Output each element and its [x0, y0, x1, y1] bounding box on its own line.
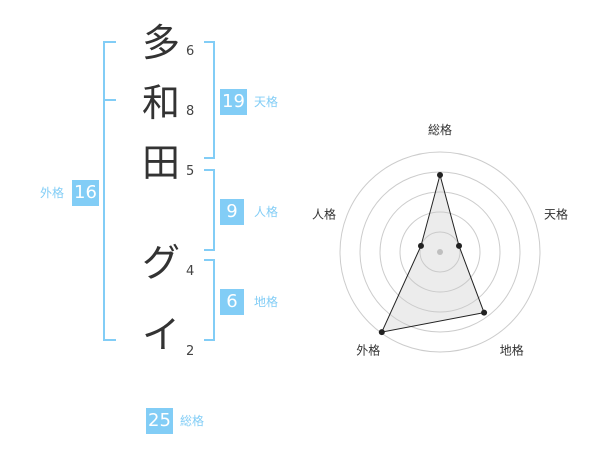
tenkaku-badge: 19 — [220, 89, 247, 115]
name-char-3: 田 — [141, 141, 180, 185]
radar-point-2 — [456, 242, 463, 249]
name-char-1: 多 — [141, 21, 180, 65]
radar-ring-1 — [419, 231, 461, 273]
stroke-count-1: 6 — [186, 44, 195, 59]
stroke-count-4: 4 — [186, 264, 195, 279]
name-char-5: イ — [141, 313, 180, 357]
radar-center-dot — [437, 249, 443, 255]
name-char-4: グ — [141, 241, 180, 285]
radar-point-4 — [378, 329, 385, 336]
chikaku-badge: 6 — [220, 289, 244, 315]
radar-polygon — [380, 173, 485, 333]
radar-axis-label-5: 人格 — [312, 206, 336, 221]
soukaku-badge: 25 — [146, 408, 173, 434]
jinkaku-badge: 9 — [220, 199, 244, 225]
chikaku-label: 地格 — [254, 295, 279, 309]
tenkaku-bracket — [204, 41, 215, 159]
radar-ring-5 — [339, 151, 541, 353]
stroke-count-3: 5 — [186, 164, 195, 179]
radar-point-5 — [417, 242, 424, 249]
jinkaku-label: 人格 — [254, 205, 279, 219]
gaikaku-bracket — [103, 41, 116, 341]
jinkaku-bracket — [204, 169, 215, 251]
radar-point-1 — [437, 172, 443, 178]
radar-point-3 — [481, 309, 488, 316]
gaikaku-badge: 16 — [72, 180, 99, 206]
stroke-count-5: 2 — [186, 344, 195, 359]
chikaku-bracket — [204, 259, 215, 341]
stroke-count-2: 8 — [186, 104, 195, 119]
radar-ring-3 — [379, 191, 501, 313]
tenkaku-label: 天格 — [254, 95, 279, 109]
radar-ring-2 — [399, 211, 481, 293]
radar-axis-label-1: 総格 — [428, 122, 452, 137]
radar-axis-label-2: 天格 — [544, 206, 568, 221]
soukaku-label: 総格 — [180, 414, 205, 428]
gaikaku-label: 外格 — [40, 186, 65, 200]
radar-axis-label-3: 地格 — [500, 343, 524, 358]
name-char-2: 和 — [141, 81, 180, 125]
radar-axis-label-4: 外格 — [356, 343, 380, 358]
